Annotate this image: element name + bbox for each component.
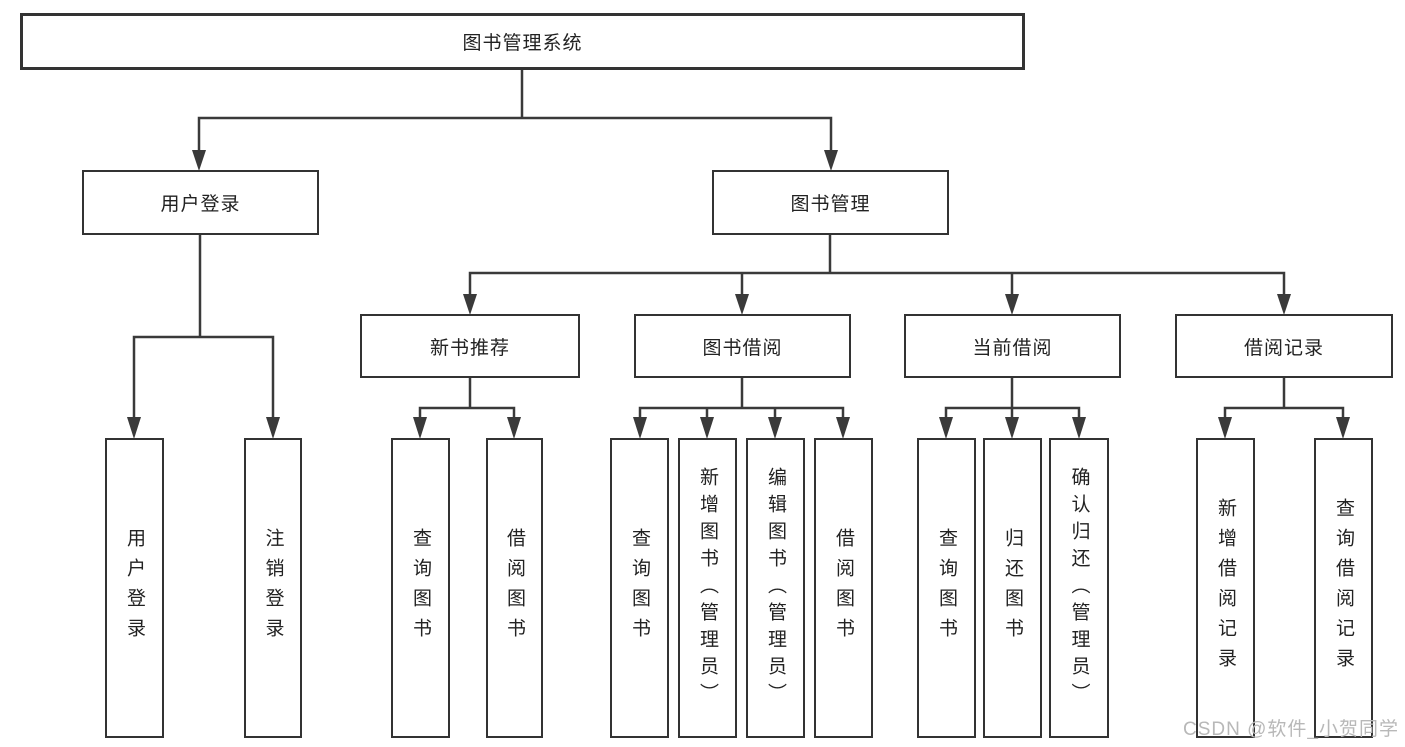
leaf-label: 编辑图书（管理员）: [765, 466, 786, 710]
node-book-management: 图书管理: [712, 170, 949, 235]
leaf-label: 借阅图书: [833, 528, 854, 648]
leaf-borrow-books-1: 借阅图书: [486, 438, 543, 738]
leaf-label: 用户登录: [124, 528, 145, 648]
node-label: 图书管理系统: [462, 33, 583, 54]
leaf-label: 查询借阅记录: [1333, 498, 1354, 678]
node-label: 用户登录: [160, 194, 241, 215]
leaf-query-books-1: 查询图书: [391, 438, 450, 738]
node-label: 当前借阅: [972, 337, 1053, 359]
leaf-logout-login: 注销登录: [244, 438, 302, 738]
node-book-borrow: 图书借阅: [634, 314, 851, 378]
node-borrow-records: 借阅记录: [1175, 314, 1393, 378]
leaf-return-book: 归还图书: [983, 438, 1042, 738]
leaf-label: 新增借阅记录: [1215, 498, 1236, 678]
leaf-add-book-admin: 新增图书（管理员）: [678, 438, 737, 738]
leaf-label: 查询图书: [629, 528, 650, 648]
leaf-label: 查询图书: [410, 528, 431, 648]
node-label: 借阅记录: [1243, 337, 1324, 359]
leaf-label: 确认归还（管理员）: [1068, 466, 1090, 710]
leaf-label: 借阅图书: [504, 528, 525, 648]
leaf-user-login: 用户登录: [105, 438, 164, 738]
leaf-label: 归还图书: [1002, 528, 1023, 648]
leaf-label: 查询图书: [936, 528, 957, 648]
leaf-label: 新增图书（管理员）: [697, 466, 718, 710]
node-new-book-recommend: 新书推荐: [360, 314, 580, 378]
leaf-query-books-2: 查询图书: [610, 438, 669, 738]
node-library-management-system: 图书管理系统: [20, 13, 1025, 70]
node-label: 图书管理: [790, 194, 871, 215]
csdn-watermark: CSDN @软件_小贺同学: [1183, 719, 1399, 740]
leaf-query-borrow-record: 查询借阅记录: [1314, 438, 1373, 738]
leaf-query-books-3: 查询图书: [917, 438, 976, 738]
node-label: 新书推荐: [429, 337, 510, 359]
leaf-label: 注销登录: [262, 528, 284, 648]
leaf-confirm-return-admin: 确认归还（管理员）: [1049, 438, 1109, 738]
leaf-edit-book-admin: 编辑图书（管理员）: [746, 438, 805, 738]
node-current-borrow: 当前借阅: [904, 314, 1121, 378]
leaf-add-borrow-record: 新增借阅记录: [1196, 438, 1255, 738]
arrowheads: [127, 150, 1350, 439]
node-user-login: 用户登录: [82, 170, 319, 235]
leaf-borrow-books-2: 借阅图书: [814, 438, 873, 738]
node-label: 图书借阅: [702, 337, 783, 359]
